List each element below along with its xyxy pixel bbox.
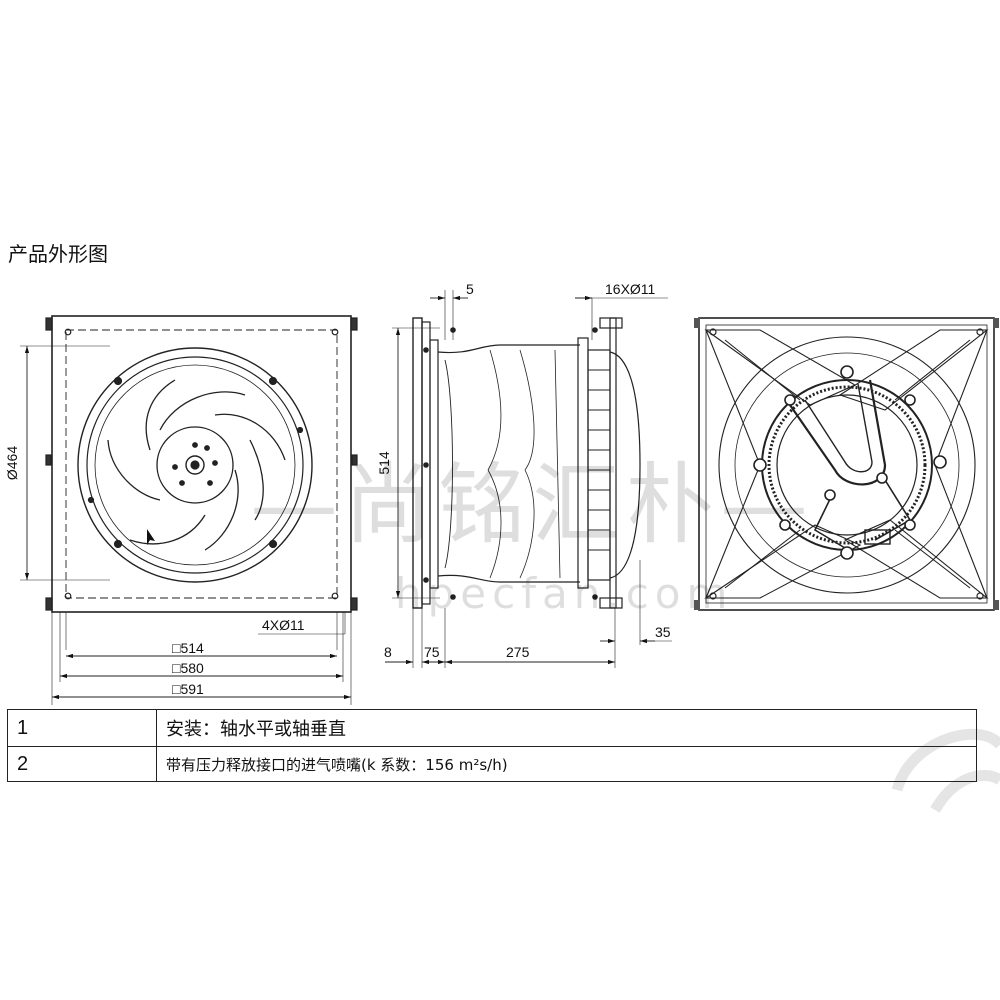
side-gap-label: 5 [466, 281, 474, 297]
row-number: 1 [7, 709, 157, 747]
front-frame-inner [65, 329, 338, 599]
row-text: 安装：轴水平或轴垂直 [156, 709, 977, 747]
table-row: 1 安装：轴水平或轴垂直 [7, 709, 977, 747]
front-width-591: □591 [172, 681, 204, 697]
section-title: 产品外形图 [8, 242, 108, 266]
rear-frame [698, 317, 995, 611]
row-number: 2 [7, 746, 157, 782]
side-dim-75: 75 [424, 644, 440, 660]
inlet-ring-outer [77, 347, 313, 583]
side-height-label: 514 [376, 451, 392, 475]
front-dia-label: Ø464 [4, 446, 20, 480]
spec-table: 1 安装：轴水平或轴垂直 2 带有压力释放接口的进气喷嘴(k 系数：156 m²… [7, 709, 977, 782]
table-row: 2 带有压力释放接口的进气喷嘴(k 系数：156 m²s/h) [7, 746, 977, 782]
hub [156, 426, 234, 504]
impeller-blades [107, 379, 286, 551]
front-view [20, 315, 358, 705]
row-text: 带有压力释放接口的进气喷嘴(k 系数：156 m²s/h) [156, 746, 977, 782]
side-dim-35: 35 [655, 624, 671, 640]
rear-view [694, 317, 999, 611]
side-dim-8: 8 [384, 644, 392, 660]
watermark-url: hpecfan.com [395, 569, 733, 618]
front-width-580: □580 [172, 660, 204, 676]
side-holes-label: 16XØ11 [605, 281, 656, 297]
front-frame-outer [51, 315, 352, 613]
front-hole-label: 4XØ11 [262, 617, 305, 633]
watermark-brand: —尚铭汇朴— [250, 453, 814, 556]
side-view [385, 290, 672, 668]
side-dim-275: 275 [506, 644, 530, 660]
front-width-514: □514 [172, 640, 204, 656]
